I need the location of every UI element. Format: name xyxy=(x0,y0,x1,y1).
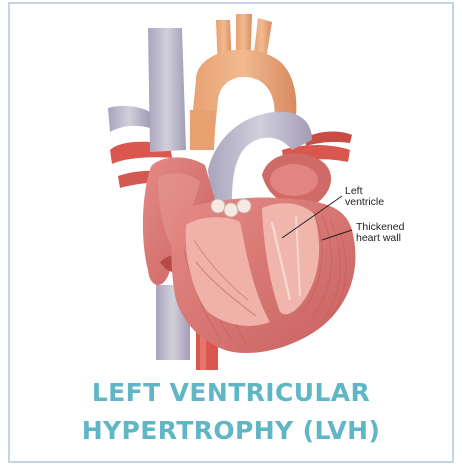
label-thickened-heart-wall: Thickened heart wall xyxy=(356,222,404,244)
title-line-1: LEFT VENTRICULAR xyxy=(0,378,462,407)
label-left-ventricle: Left ventricle xyxy=(345,186,384,208)
superior-vena-cava xyxy=(108,28,186,152)
title-line-2: HYPERTROPHY (LVH) xyxy=(0,416,462,445)
